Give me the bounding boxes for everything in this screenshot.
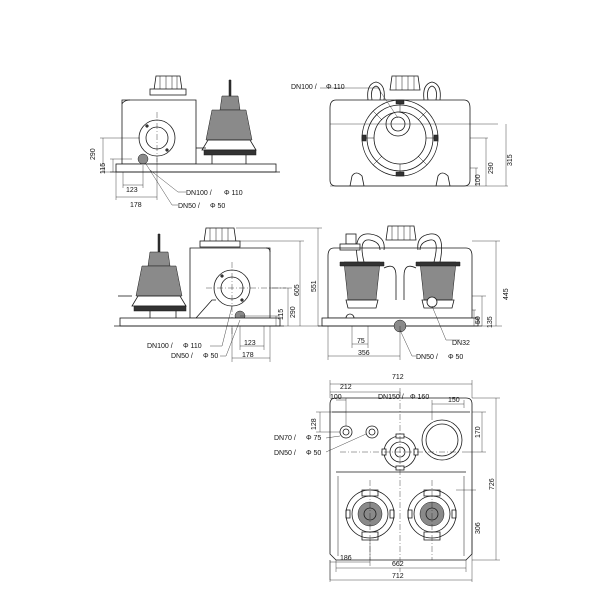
v4-label-phi50: Φ 50 [448,354,463,361]
v5-dim-128: 128 [311,418,318,430]
v4-dim-50: 50 [475,316,482,324]
v2-label-phi110: Φ 110 [326,84,345,91]
v3-dim-551: 551 [311,280,318,292]
v4-label-dn50: DN50 / [416,354,438,361]
v2-dim-290: 290 [488,162,495,174]
v5-dim-186: 186 [340,555,352,562]
v2-label-dn100: DN100 / [291,84,317,91]
v3-dim-290: 290 [290,306,297,318]
v5-label-phi75: Φ 75 [306,435,321,442]
v1-label-dn100: DN100 / [186,190,212,197]
v1-dim-178: 178 [130,202,142,209]
v3-label-phi110: Φ 110 [183,343,202,350]
v1-dim-123: 123 [126,187,138,194]
v3-dim-115: 115 [278,309,285,320]
v1-label-dn50: DN50 / [178,203,200,210]
view-4-front-elevation [318,225,502,360]
view-3-side-elevation [114,227,322,362]
v5-label-dn50: DN50 / [274,450,296,457]
v1-dim-115: 115 [100,163,107,174]
v5-dim-726: 726 [489,478,496,490]
v5-label-phi50: Φ 50 [306,450,321,457]
v5-dim-712-bottom: 712 [392,573,404,580]
v4-dim-445: 445 [503,288,510,300]
v5-dim-150: 150 [448,397,460,404]
view-2-front-elevation [320,75,508,187]
v5-dim-712-top: 712 [392,374,404,381]
v5-dim-170: 170 [475,426,482,438]
v3-label-dn50: DN50 / [171,353,193,360]
v3-label-phi50: Φ 50 [203,353,218,360]
v3-dim-605: 605 [294,284,301,296]
v3-dim-178: 178 [242,352,254,359]
v4-dim-356: 356 [358,350,370,357]
view-5-plan-view [316,380,500,582]
v1-label-phi50: Φ 50 [210,203,225,210]
v4-label-dn32: DN32 [452,340,470,347]
v3-label-dn100: DN100 / [147,343,173,350]
v2-dim-315: 315 [507,154,514,166]
v5-dim-306: 306 [475,522,482,534]
v1-label-phi110: Φ 110 [224,190,243,197]
v5-dim-662: 662 [392,561,404,568]
v4-dim-135: 135 [487,316,494,328]
v4-dim-75: 75 [357,338,365,345]
v2-dim-100: 100 [475,174,482,186]
v5-dim-212: 212 [340,384,352,391]
v3-dim-123: 123 [244,340,256,347]
v5-label-dn150: DN150 / [378,394,404,401]
v1-dim-290: 290 [90,148,97,160]
view-1-side-elevation [100,75,280,206]
v5-dim-100: 100 [330,394,342,401]
v5-label-phi160: Φ 160 [410,394,429,401]
v5-label-dn70: DN70 / [274,435,296,442]
